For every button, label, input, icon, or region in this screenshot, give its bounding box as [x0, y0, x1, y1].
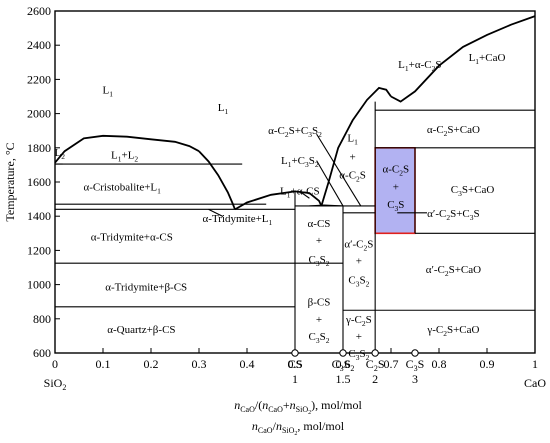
x-tick-label: 0.7: [384, 357, 399, 371]
compound-label: C2S: [366, 357, 385, 373]
y-tick-label: 1400: [27, 209, 51, 223]
leader-line: [316, 160, 344, 207]
compound-label: C3S2: [332, 357, 355, 373]
y-tick-label: 2600: [27, 4, 51, 18]
ratio-label: 2: [372, 372, 378, 386]
x-tick-label: 0.3: [192, 357, 207, 371]
region-label: γ-C2S: [345, 314, 372, 328]
region-label: L1+CaO: [469, 52, 506, 66]
compound-label: C3S: [406, 357, 425, 373]
y-tick-label: 1000: [27, 278, 51, 292]
region-label: α-Cristobalite+L1: [83, 181, 161, 195]
region-label: α-Tridymite+L1: [203, 213, 273, 227]
x-axis-title-line2: nCaO/nSiO2, mol/mol: [252, 419, 345, 437]
x-tick-label: 0.2: [144, 357, 159, 371]
y-tick-label: 2400: [27, 38, 51, 52]
leader-lines: [208, 133, 427, 218]
phase-boundaries: [55, 101, 535, 353]
y-tick-label: 1600: [27, 175, 51, 189]
region-label: α-C2S: [339, 169, 366, 183]
x-tick-label: 0.6: [336, 357, 351, 371]
x-tick-label: 0: [52, 357, 58, 371]
y-tick-label: 2000: [27, 107, 51, 121]
leader-line: [299, 190, 310, 199]
region-label: α-C2S+CaO: [427, 124, 480, 138]
boundary-curve: [309, 204, 344, 207]
region-label: α′-C2S: [344, 239, 373, 253]
ratio-label: 1.5: [336, 372, 351, 386]
region-label: α-Quartz+β-CS: [107, 324, 175, 336]
region-label: β-CS: [308, 297, 331, 309]
x-tick-label: 0.4: [240, 357, 255, 371]
region-label: +: [316, 314, 322, 326]
y-tick-label: 800: [33, 312, 51, 326]
leader-line: [208, 208, 224, 218]
x-tick-label: 0.9: [480, 357, 495, 371]
liquidus-curve: [234, 190, 323, 211]
region-label: L1+C3S2: [281, 155, 319, 169]
compound-label: CS: [288, 357, 303, 371]
region-label: γ-C2S+CaO: [426, 324, 479, 338]
compound-marker: [371, 349, 379, 357]
region-label: α-CS: [308, 218, 331, 230]
liquidus-curve: [198, 150, 236, 210]
x-tick-label: 1: [532, 357, 538, 371]
region-label: L1: [347, 133, 358, 147]
x-endpoint-right: CaO: [524, 376, 546, 390]
region-label: α-Tridymite+β-CS: [105, 281, 187, 293]
x-endpoint-left: SiO2: [44, 376, 67, 392]
region-label: L1: [103, 85, 114, 99]
x-tick-label: 0.5: [288, 357, 303, 371]
region-label: C3S2: [348, 274, 369, 288]
y-tick-label: 600: [33, 346, 51, 360]
y-axis-title: Temperature, °C: [3, 142, 17, 221]
leader-line: [316, 133, 362, 207]
region-label: L1+α-C2S: [398, 59, 441, 73]
liquidus-curve: [390, 15, 536, 103]
y-tick-label: 2200: [27, 72, 51, 86]
y-tick-label: 1800: [27, 141, 51, 155]
compound-marker: [291, 349, 299, 357]
region-label: α-Tridymite+α-CS: [91, 232, 173, 244]
ratio-label: 1: [292, 372, 298, 386]
region-label: L1: [218, 102, 229, 116]
region-label: +: [356, 256, 362, 268]
region-label: C3S+CaO: [451, 184, 495, 198]
region-label: α-C2S: [382, 163, 409, 177]
x-tick-label: 0.1: [96, 357, 111, 371]
region-label: C3S: [387, 199, 404, 213]
region-label: L1+α-CS: [280, 186, 320, 200]
region-label: +: [393, 181, 399, 193]
liquidus-curves: [54, 15, 536, 211]
region-label: +: [316, 235, 322, 247]
region-label: α-C2S+C3S2: [268, 125, 322, 139]
region-label: L1+L2: [111, 150, 138, 164]
region-label: C3S2: [309, 254, 330, 268]
y-tick-label: 1200: [27, 243, 51, 257]
liquidus-curve: [320, 86, 392, 207]
region-label: C3S2: [309, 331, 330, 345]
region-label: C3S2: [348, 348, 369, 362]
liquidus-curve: [54, 134, 200, 164]
ratio-label: 3: [412, 372, 418, 386]
region-label: α′-C2S+CaO: [426, 264, 481, 278]
x-tick-label: 0.8: [432, 357, 447, 371]
x-axis-title-line1: nCaO/(nCaO+nSiO2), mol/mol: [234, 398, 362, 416]
region-label: +: [349, 151, 355, 163]
region-label: α′-C2S+C3S: [427, 208, 479, 222]
compound-marker: [411, 349, 419, 357]
compound-marker: [339, 349, 347, 357]
region-label: L2: [55, 147, 66, 161]
region-label: +: [356, 331, 362, 343]
